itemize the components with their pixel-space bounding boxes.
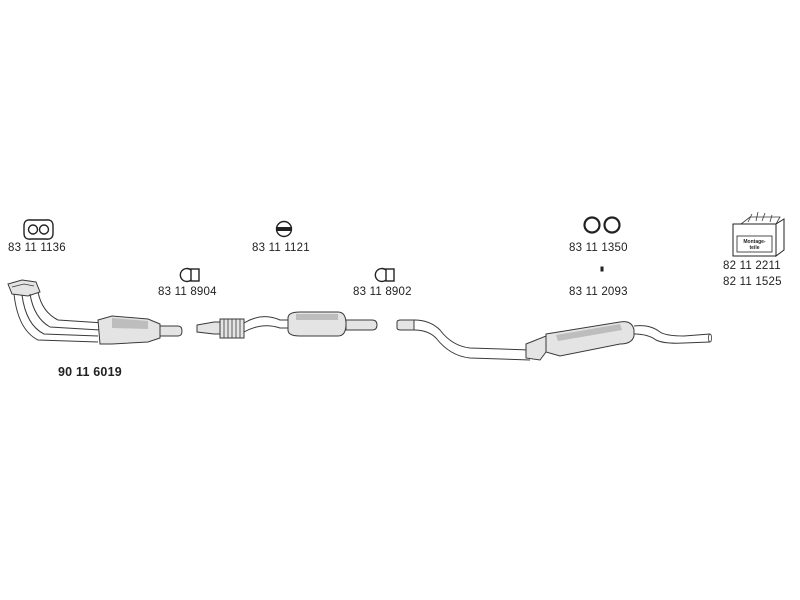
part-number-gasket: 83 11 1136 xyxy=(8,242,66,254)
rear-pipe-part xyxy=(396,319,712,361)
mounting-parts-box-icon: Montage- teile xyxy=(732,211,785,257)
middle-pipe-part xyxy=(196,311,378,339)
clamp-front-icon xyxy=(179,267,200,283)
part-number-rubber-ring: 83 11 1121 xyxy=(252,242,310,254)
box-label-line1: Montage- xyxy=(743,239,766,245)
bolt-icon xyxy=(600,266,604,272)
ring-pair-icon xyxy=(583,216,621,234)
part-number-bolt-rear: 83 11 2093 xyxy=(569,286,628,298)
part-number-clamp-front: 83 11 8904 xyxy=(158,286,217,298)
part-number-clamp-mid: 83 11 8902 xyxy=(353,286,412,298)
rubber-ring-icon xyxy=(275,220,293,238)
box-label-line2: teile xyxy=(749,245,759,251)
clamp-mid-icon xyxy=(374,267,395,283)
part-number-mounting-kit-2: 82 11 1525 xyxy=(723,276,782,288)
flange-gasket-icon xyxy=(23,219,54,240)
front-pipe-part xyxy=(7,279,183,345)
part-number-rings-rear: 83 11 1350 xyxy=(569,242,628,254)
part-number-front-pipe: 90 11 6019 xyxy=(58,365,122,379)
part-number-mounting-kit-1: 82 11 2211 xyxy=(723,260,781,272)
